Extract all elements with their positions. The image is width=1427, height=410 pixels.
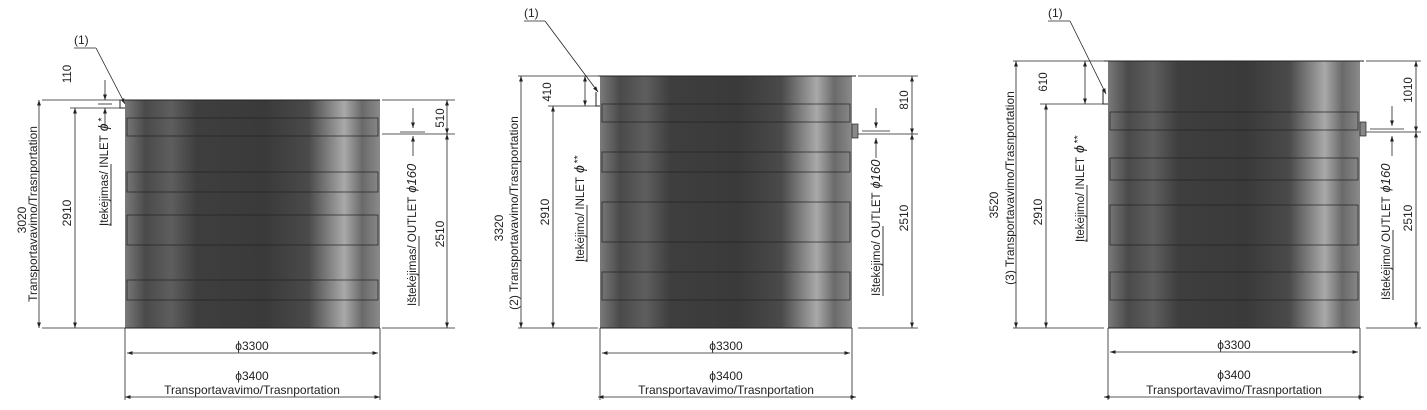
callout-label: (1) bbox=[74, 33, 89, 47]
outlet-offset-dimension: 510 bbox=[435, 108, 447, 127]
outlet-pipe-stub bbox=[1359, 121, 1367, 137]
inlet-offset-dimension: 610 bbox=[1038, 72, 1050, 91]
outlet-height-dimension: 2510 bbox=[433, 220, 447, 247]
diameter-outer-label: Transportavavimo/Trasnportation bbox=[1146, 383, 1322, 397]
transport-height-label: (2) Transportavavimo/Trasnportation bbox=[507, 116, 521, 310]
diameter-outer-label: Transportavavimo/Trasnportation bbox=[164, 383, 340, 397]
diameter-inner-dimension: ϕ3300 bbox=[1217, 338, 1251, 352]
diameter-inner-dimension: ϕ3300 bbox=[709, 339, 743, 353]
outlet-label: Ištekėjimo/ OUTLETϕ160 bbox=[1378, 163, 1393, 300]
callout-label: (1) bbox=[524, 6, 539, 20]
inlet-label: Įtekėjimo/ INLETϕ** bbox=[1071, 135, 1087, 242]
overall-height-dimension: 3020 bbox=[15, 206, 29, 233]
outlet-height-dimension: 2510 bbox=[897, 204, 911, 231]
transport-height-label: Transportavavimo/Trasnportation bbox=[26, 126, 40, 302]
outlet-label: Ištekėjimo/ OUTLETϕ160 bbox=[868, 159, 883, 296]
inlet-label: Įtekėjimas/ INLETϕ* bbox=[95, 117, 111, 226]
callout-label: (1) bbox=[1048, 6, 1063, 20]
inlet-offset-dimension: 410 bbox=[542, 82, 554, 101]
tank-body bbox=[125, 99, 380, 329]
outlet-offset-dimension: 1010 bbox=[1403, 77, 1415, 103]
tank-drawing-2: (1) 3320 (2) Transportavavimo/Trasnporta… bbox=[492, 6, 918, 400]
diameter-outer-dimension: ϕ3400 bbox=[709, 369, 743, 383]
transport-height-label: (3) Transportavavimo/Trasnportation bbox=[1003, 91, 1017, 285]
inlet-offset-dimension: 110 bbox=[62, 65, 74, 83]
outlet-offset-dimension: 810 bbox=[899, 90, 911, 109]
diameter-outer-label: Transportavavimo/Trasnportation bbox=[638, 383, 814, 397]
diameter-outer-dimension: ϕ3400 bbox=[235, 369, 269, 383]
overall-height-dimension: 3520 bbox=[987, 191, 1001, 218]
inlet-label: Įtekėjimo/ INLETϕ** bbox=[571, 155, 587, 262]
outlet-height-dimension: 2510 bbox=[1401, 204, 1415, 231]
outlet-pipe-stub bbox=[851, 123, 859, 139]
overall-height-dimension: 3320 bbox=[492, 214, 506, 241]
inlet-pipe-stub bbox=[119, 100, 125, 109]
inlet-height-dimension: 2910 bbox=[60, 199, 74, 226]
tank-body bbox=[598, 75, 856, 329]
diameter-inner-dimension: ϕ3300 bbox=[235, 339, 269, 353]
diameter-outer-dimension: ϕ3400 bbox=[1217, 368, 1251, 382]
inlet-height-dimension: 2910 bbox=[1031, 198, 1045, 225]
tank-drawing-3: (1) 3520 (3) Transportavavimo/Trasnporta… bbox=[987, 6, 1421, 400]
tank-body bbox=[1104, 60, 1364, 329]
tank-drawing-1: (1) 3020 Transportavavimo/Trasnportation… bbox=[15, 33, 455, 400]
inlet-pipe-stub bbox=[595, 92, 600, 107]
outlet-label: Ištekėjimas/ OUTLETϕ160 bbox=[404, 163, 419, 306]
inlet-height-dimension: 2910 bbox=[538, 198, 552, 225]
